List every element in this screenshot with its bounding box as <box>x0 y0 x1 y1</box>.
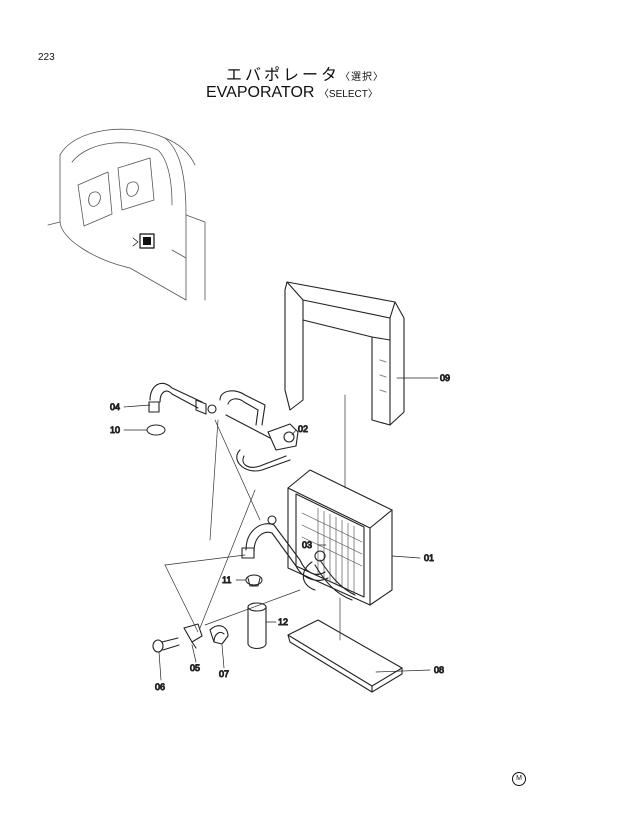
part-06-bolt <box>152 637 180 653</box>
callout-09: 09 <box>440 373 450 383</box>
page-number: 223 <box>38 52 55 63</box>
title-english-text: EVAPORATOR <box>206 84 315 101</box>
part-07-clamp <box>209 625 229 645</box>
callout-02: 02 <box>298 424 308 434</box>
title-english: EVAPORATOR 〈SELECT〉 <box>206 84 378 102</box>
footer-mark: M <box>512 772 526 786</box>
callout-06: 06 <box>155 682 165 692</box>
cab-location-sketch <box>47 128 206 301</box>
part-09-cover <box>284 281 405 426</box>
callout-12: 12 <box>278 617 288 627</box>
part-05-bracket <box>183 623 203 649</box>
part-08-tray <box>287 619 403 693</box>
assembly-guide-lines <box>164 394 346 641</box>
refrigerant-pipes <box>241 515 356 601</box>
title-japanese-text: エバポレータ <box>226 65 341 84</box>
callout-03: 03 <box>302 540 312 550</box>
callout-11: 11 <box>222 575 231 585</box>
title-japanese: エバポレータ〈選択〉 <box>226 61 384 85</box>
title-english-note: 〈SELECT〉 <box>318 89 378 100</box>
part-02-expansion-valve <box>219 390 299 472</box>
callout-05: 05 <box>190 663 200 673</box>
callout-04: 04 <box>110 402 120 412</box>
callout-01: 01 <box>424 553 434 563</box>
part-12-receiver <box>247 602 267 650</box>
part-11-clamp <box>245 574 263 587</box>
part-04-elbow-fitting <box>148 382 217 415</box>
callout-08: 08 <box>434 665 444 675</box>
title-japanese-note: 〈選択〉 <box>340 72 385 83</box>
callout-07: 07 <box>219 669 229 679</box>
callout-leader-lines <box>123 377 439 681</box>
callout-10: 10 <box>110 425 120 435</box>
part-10-clamp <box>146 424 166 436</box>
